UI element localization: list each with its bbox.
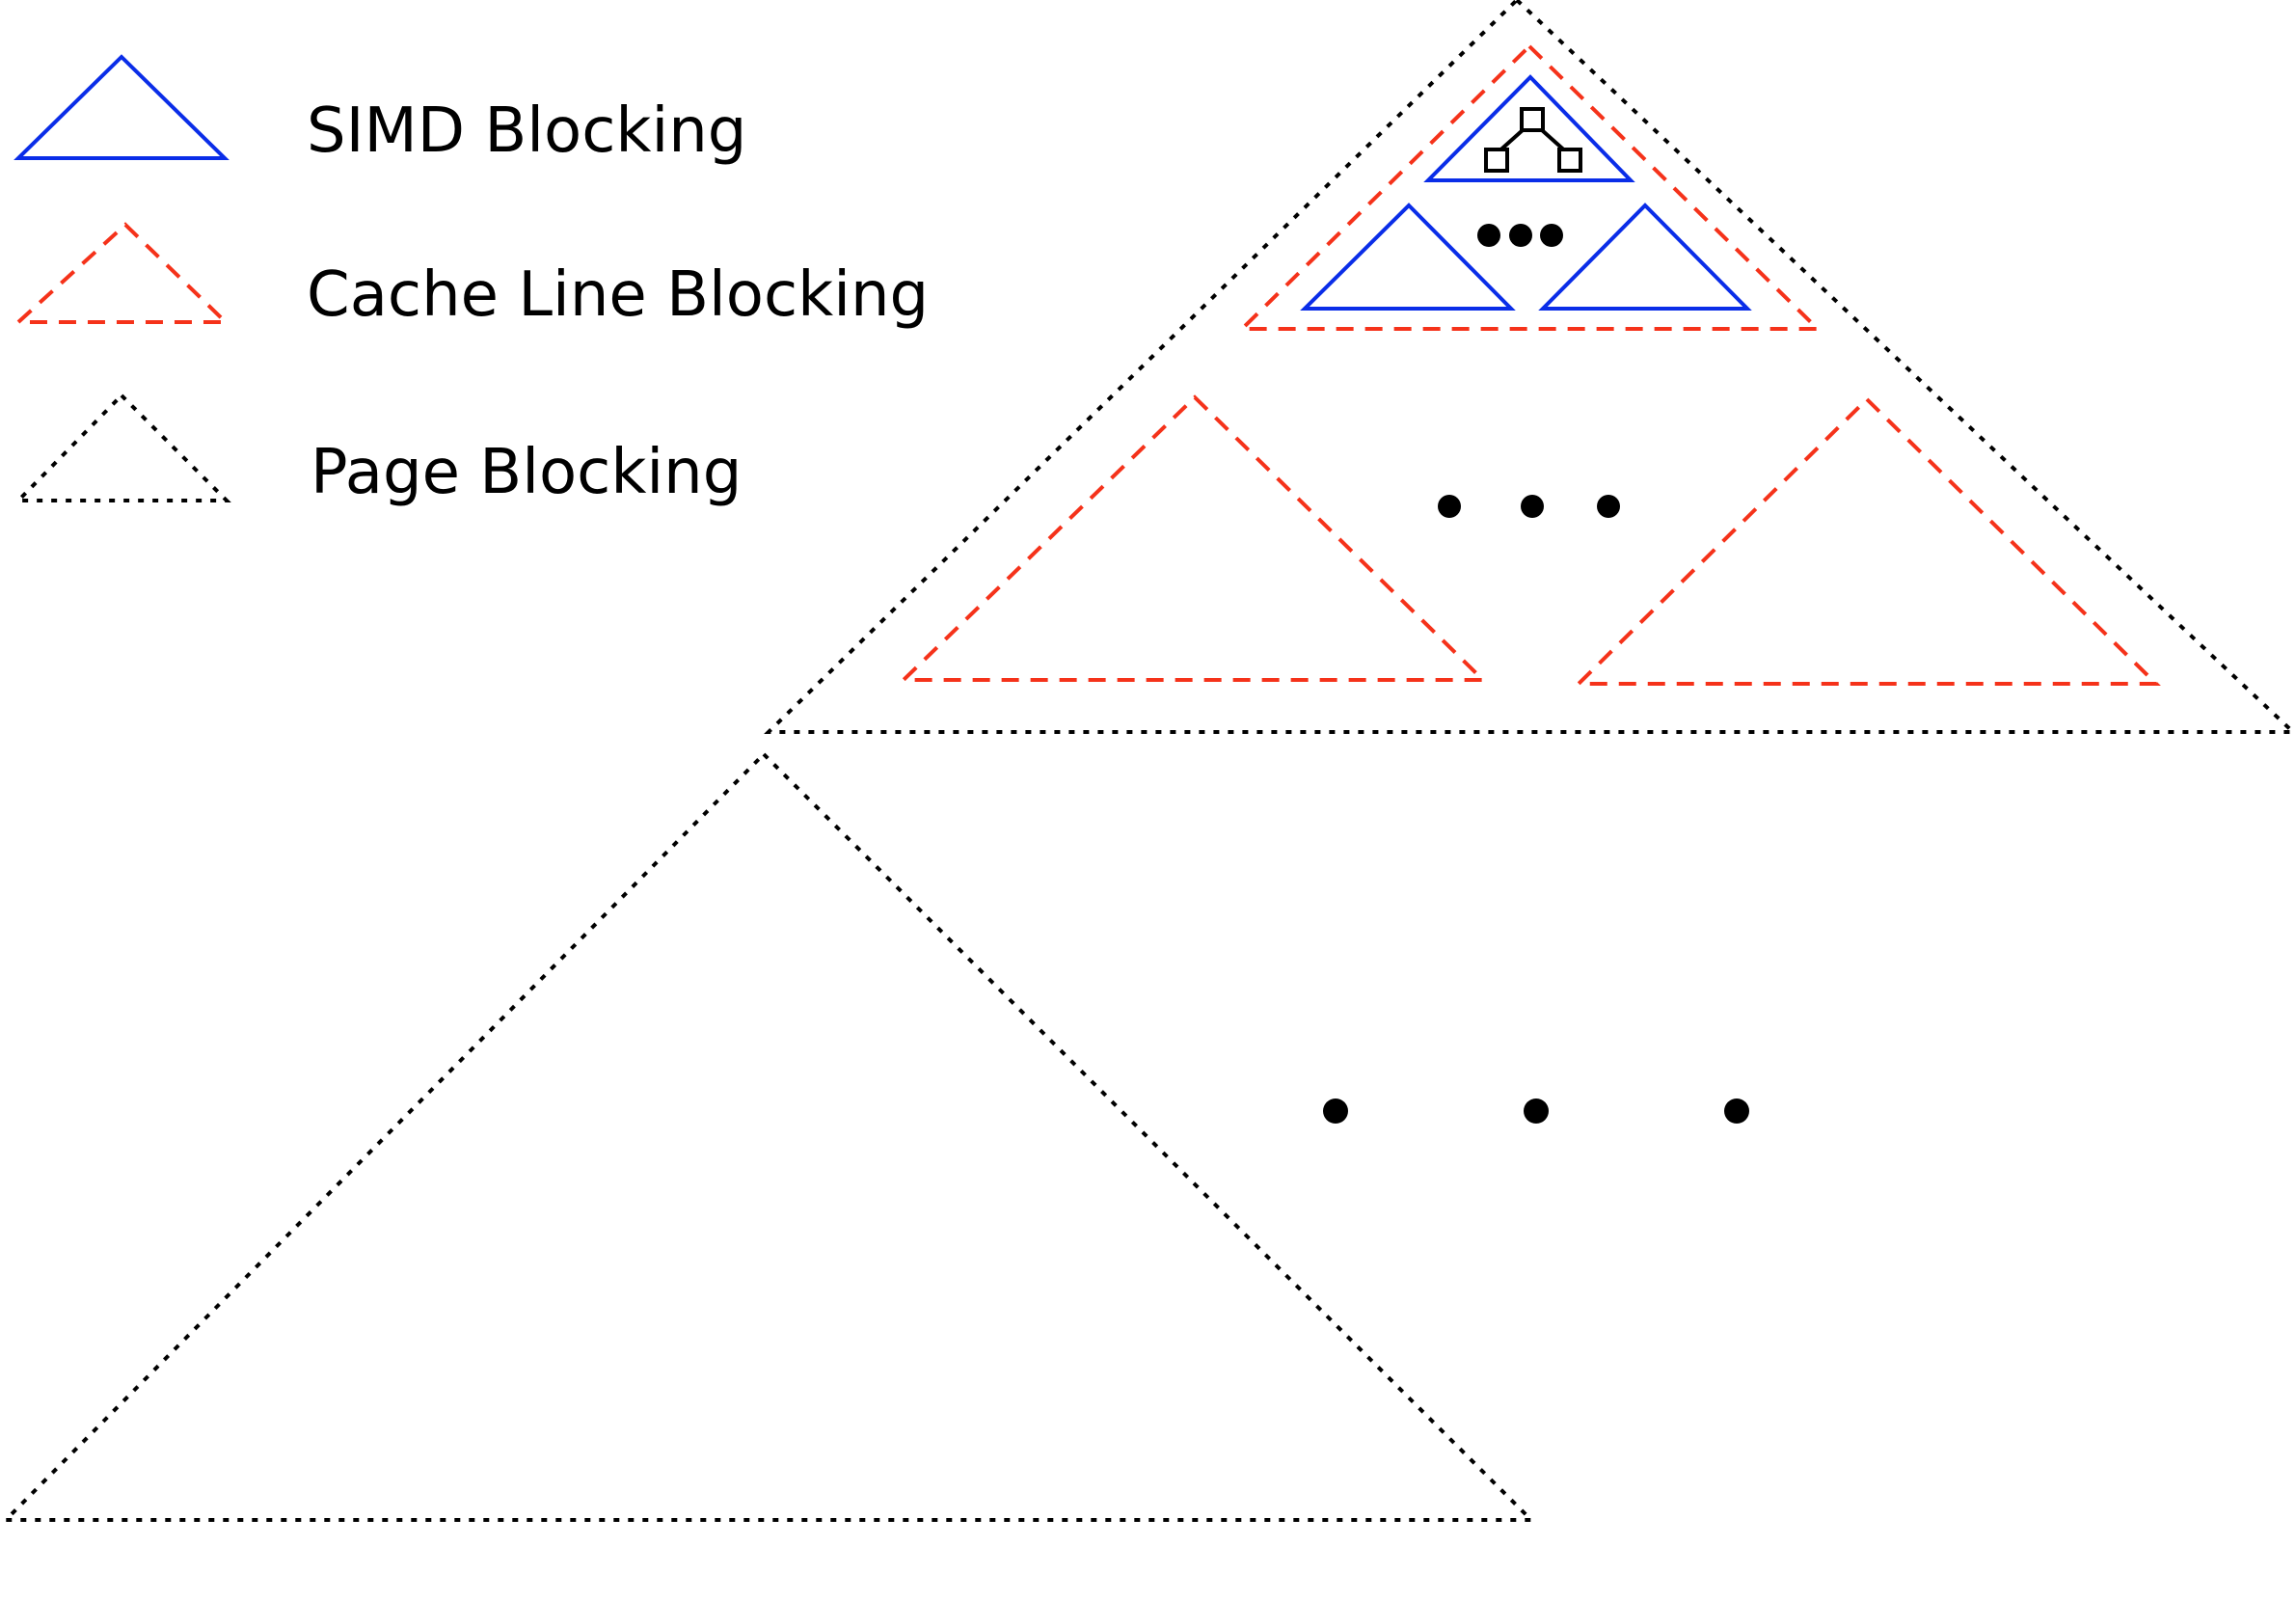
cache-line-triangle-left: [899, 394, 1488, 682]
legend-simd-label: SIMD Blocking: [307, 95, 746, 167]
cache-line-triangle-right: [1574, 396, 2161, 686]
tree-node-icon: [1484, 107, 1582, 173]
cache-line-ellipsis-dots: [1438, 495, 1620, 518]
page-ellipsis-dots: [1323, 1098, 1749, 1124]
page-block-top: [764, 0, 2296, 734]
page-triangle-bottom: [1, 751, 1536, 1522]
simd-block-top: [1423, 74, 1635, 182]
legend-simd-triangle: [14, 54, 230, 160]
legend-page-label: Page Blocking: [311, 437, 742, 508]
simd-triangle-top: [1423, 74, 1635, 182]
legend-cache-line-triangle: [13, 222, 230, 324]
page-triangle-top: [764, 0, 2296, 734]
legend: SIMD Blocking Cache Line Blocking Page B…: [13, 54, 929, 508]
tree-left-node: [1484, 148, 1509, 173]
legend-page-triangle: [14, 393, 231, 502]
simd-ellipsis-dots: [1477, 224, 1563, 247]
tree-root-node: [1520, 107, 1545, 132]
simd-triangle-left: [1300, 203, 1516, 311]
tree-right-node: [1557, 148, 1582, 173]
legend-cache-line-label: Cache Line Blocking: [307, 259, 929, 331]
simd-triangle-right: [1538, 203, 1752, 311]
cache-line-block-top: [1237, 43, 1823, 331]
